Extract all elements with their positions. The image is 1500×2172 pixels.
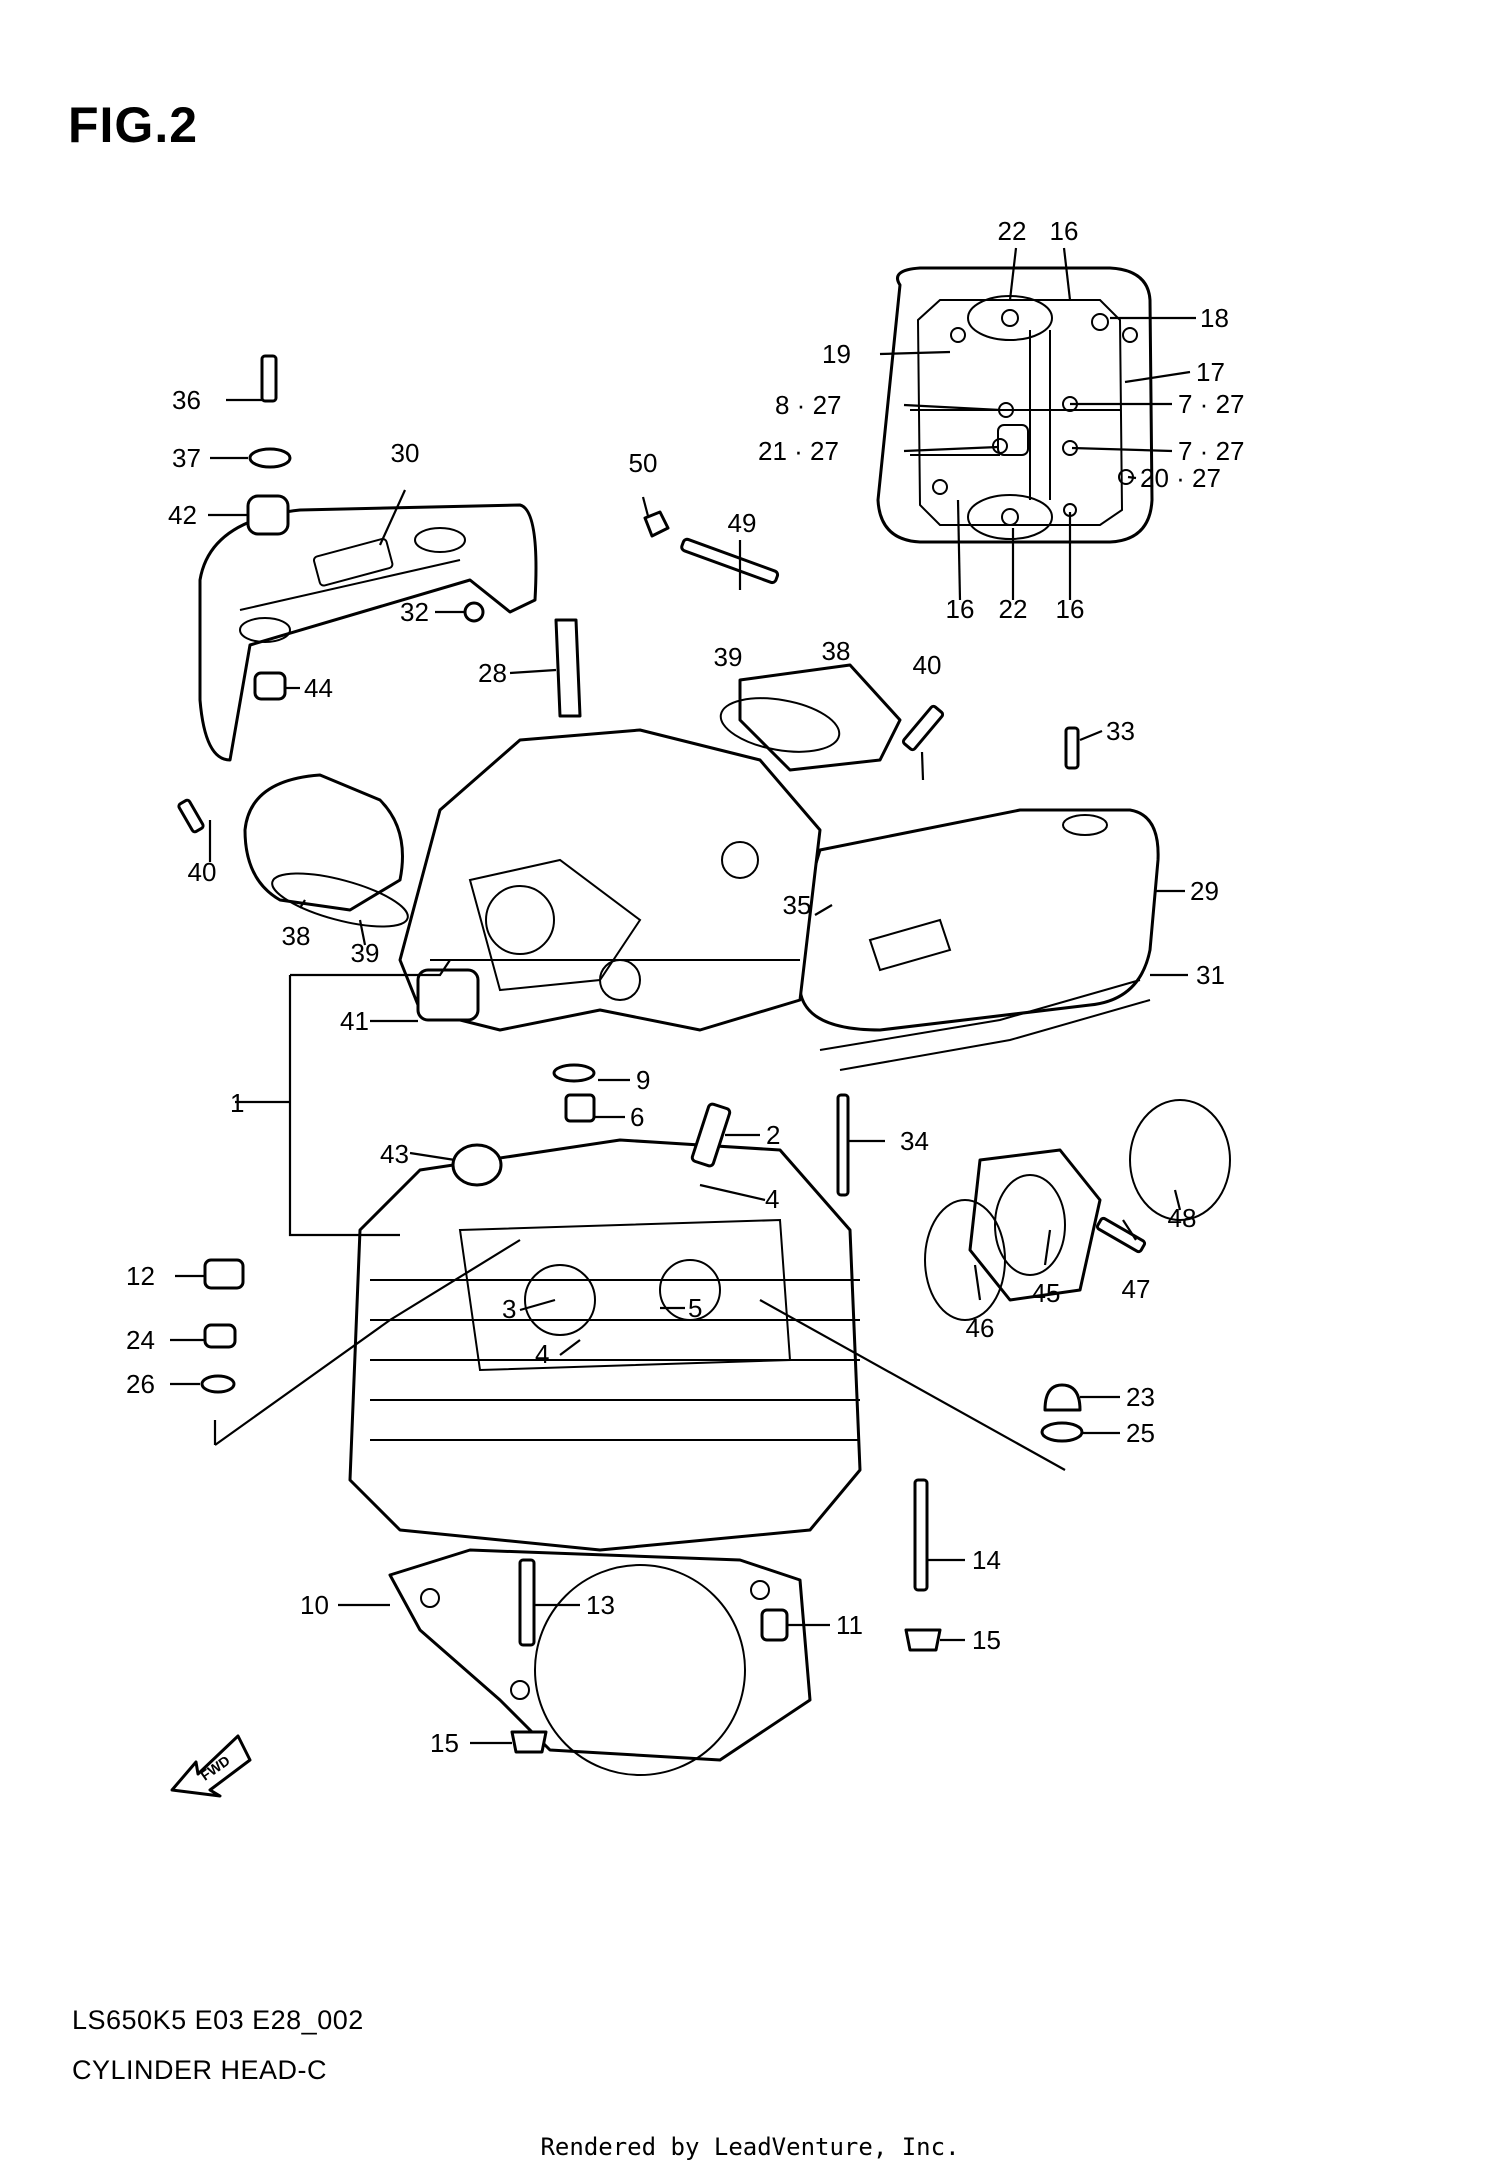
callout-36: 36 <box>172 385 201 415</box>
callout-29: 29 <box>1190 876 1219 906</box>
callout-19: 19 <box>822 339 851 369</box>
callout-15: 15 <box>430 1728 459 1758</box>
callout-48: 48 <box>1168 1203 1197 1233</box>
callout-20-27: 20 · 27 <box>1140 463 1221 493</box>
model-code: LS650K5 E03 E28_002 <box>72 2005 364 2035</box>
leader-lines <box>170 247 1196 1745</box>
render-credit: Rendered by LeadVenture, Inc. <box>540 2133 960 2161</box>
callout-30: 30 <box>391 438 420 468</box>
callout-32: 32 <box>400 597 429 627</box>
callout-49: 49 <box>728 508 757 538</box>
callout-25: 25 <box>1126 1418 1155 1448</box>
cylinder-block-drawing <box>348 1138 862 1552</box>
callout-23: 23 <box>1126 1382 1155 1412</box>
callout-3: 3 <box>502 1294 516 1324</box>
callout-22: 22 <box>998 216 1027 246</box>
cylinder-head-cover-left-drawing <box>198 503 538 762</box>
callout-13: 13 <box>586 1590 615 1620</box>
callout-1: 1 <box>230 1088 244 1118</box>
callout-5: 5 <box>688 1293 702 1323</box>
callout-37: 37 <box>172 443 201 473</box>
callout-16: 16 <box>1050 216 1079 246</box>
callout-35: 35 <box>783 890 812 920</box>
callout-8-27: 8 · 27 <box>775 390 842 420</box>
callout-44: 44 <box>304 673 333 703</box>
callout-17: 17 <box>1196 357 1225 387</box>
callout-14: 14 <box>972 1545 1001 1575</box>
callout-41: 41 <box>340 1006 369 1036</box>
valve-cover-drawing <box>243 663 902 928</box>
callout-4: 4 <box>535 1339 549 1369</box>
callout-10: 10 <box>300 1590 329 1620</box>
callout-46: 46 <box>966 1313 995 1343</box>
callout-21-27: 21 · 27 <box>758 436 839 466</box>
callout-18: 18 <box>1200 303 1229 333</box>
callout-43: 43 <box>380 1139 409 1169</box>
callout-50: 50 <box>629 448 658 478</box>
figure-name: CYLINDER HEAD-C <box>72 2055 328 2085</box>
callout-16: 16 <box>946 594 975 624</box>
head-gasket-inset-drawing <box>876 266 1154 544</box>
callout-4: 4 <box>765 1184 779 1214</box>
small-parts-drawing <box>177 354 1147 1754</box>
callout-9: 9 <box>636 1065 650 1095</box>
callout-11: 11 <box>836 1610 863 1640</box>
callout-34: 34 <box>900 1126 929 1156</box>
callout-28: 28 <box>478 658 507 688</box>
callout-38: 38 <box>822 636 851 666</box>
cylinder-base-gasket-drawing <box>388 1548 812 1776</box>
callout-7-27: 7 · 27 <box>1178 389 1245 419</box>
callout-12: 12 <box>126 1261 155 1291</box>
callout-33: 33 <box>1106 716 1135 746</box>
cylinder-head-drawing <box>398 728 822 1032</box>
callout-22: 22 <box>999 594 1028 624</box>
callout-15: 15 <box>972 1625 1001 1655</box>
callout-39: 39 <box>714 642 743 672</box>
callout-39: 39 <box>351 938 380 968</box>
callout-40: 40 <box>913 650 942 680</box>
callout-42: 42 <box>168 500 197 530</box>
callout-2: 2 <box>766 1120 780 1150</box>
intake-pipe-drawing <box>924 1099 1231 1321</box>
callout-7-27: 7 · 27 <box>1178 436 1245 466</box>
callout-45: 45 <box>1032 1278 1061 1308</box>
callout-38: 38 <box>282 921 311 951</box>
cylinder-head-cover-right-drawing <box>798 808 1160 1071</box>
callout-26: 26 <box>126 1369 155 1399</box>
callout-31: 31 <box>1196 960 1225 990</box>
callout-24: 24 <box>126 1325 155 1355</box>
callout-40: 40 <box>188 857 217 887</box>
fwd-arrow-icon: FWD <box>170 1734 252 1798</box>
callout-47: 47 <box>1122 1274 1151 1304</box>
callout-labels: 22 16 18 19 17 8 · 27 7 · 27 21 · 27 7 ·… <box>126 216 1245 1758</box>
callout-16: 16 <box>1056 594 1085 624</box>
figure-title: FIG.2 <box>68 97 199 153</box>
callout-6: 6 <box>630 1102 644 1132</box>
